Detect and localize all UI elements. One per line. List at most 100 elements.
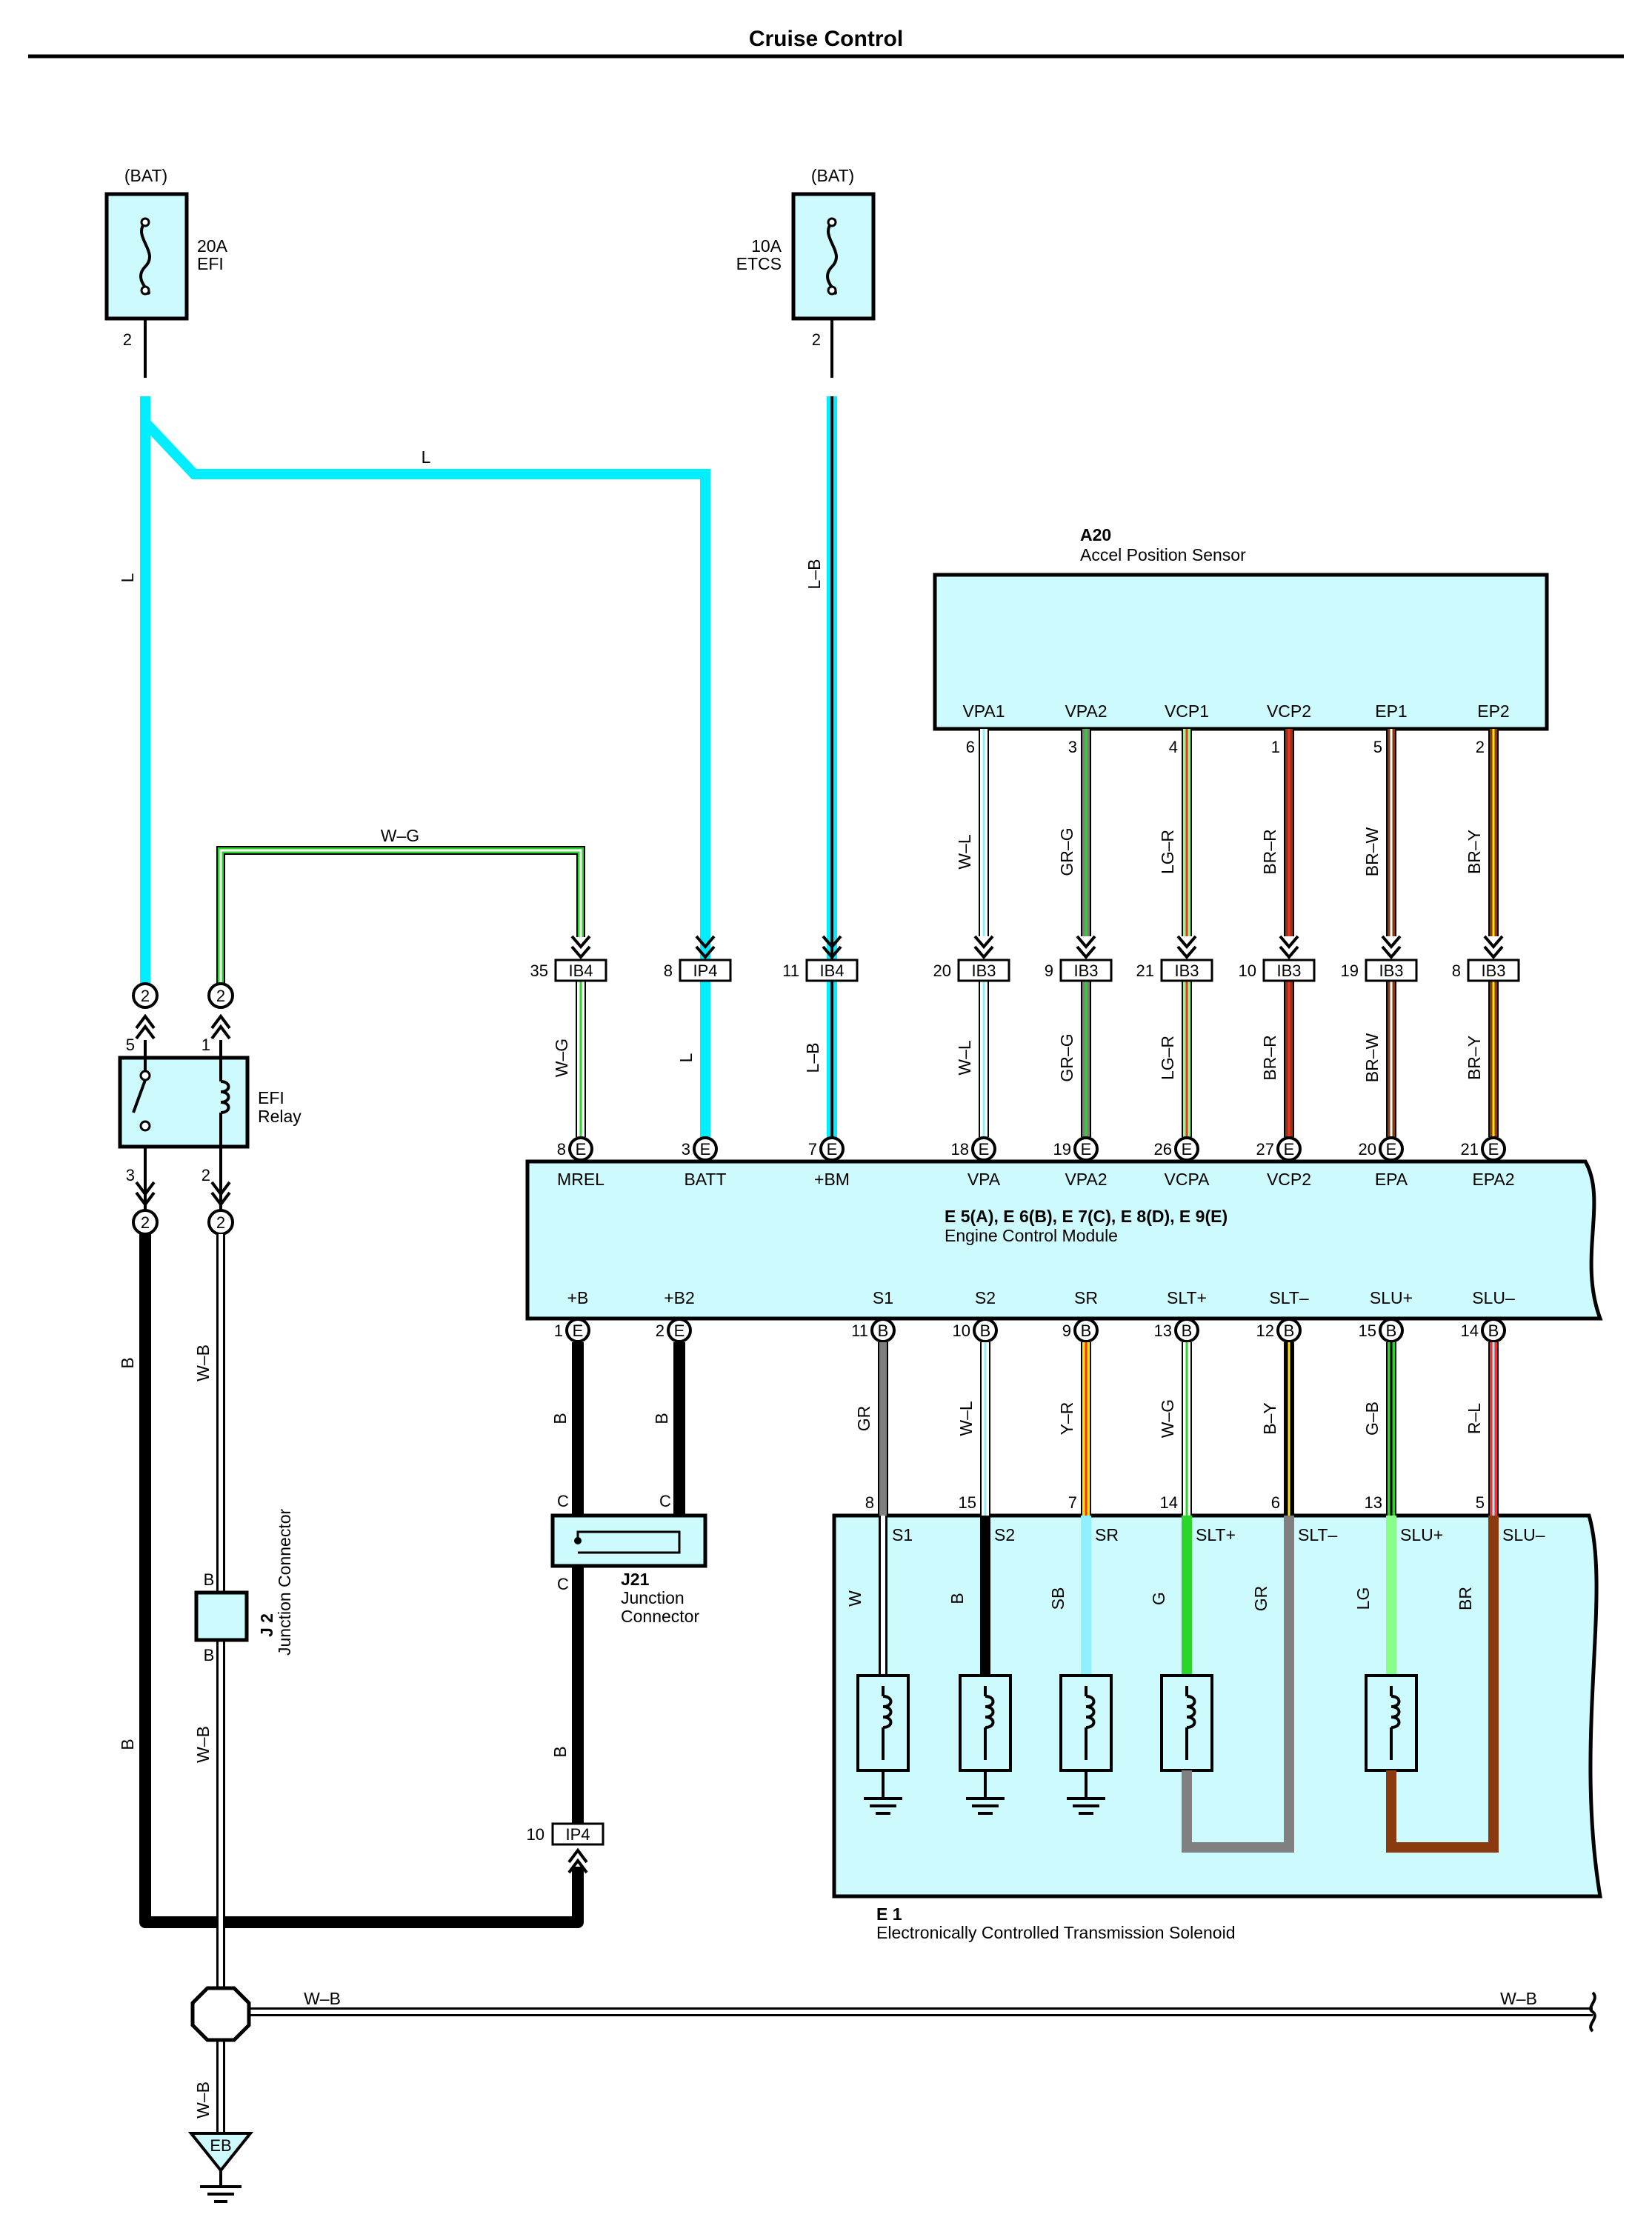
wire-color-label: G–B (1362, 1401, 1382, 1436)
svg-text:EFI: EFI (197, 254, 224, 273)
fuse-efi: (BAT) 20A EFI 2 (104, 166, 228, 349)
ecm-terminal-label: VPA (967, 1170, 1001, 1189)
svg-text:13: 13 (1154, 1321, 1172, 1340)
svg-text:IB3: IB3 (1379, 961, 1403, 980)
svg-text:IP4: IP4 (693, 961, 717, 980)
svg-text:E: E (700, 1140, 711, 1159)
svg-text:3: 3 (126, 1166, 135, 1184)
svg-text:W–B: W–B (304, 1989, 341, 2008)
svg-text:E: E (1488, 1140, 1499, 1159)
wire-LB-etcs: L–B (805, 319, 837, 1152)
svg-text:Electronically Controlled Tran: Electronically Controlled Transmission S… (876, 1923, 1236, 1942)
svg-text:1: 1 (201, 1036, 210, 1054)
wire-color-label: W–L (956, 1401, 976, 1436)
svg-text:B: B (550, 1746, 570, 1757)
ecm-terminal-label: S2 (975, 1288, 996, 1307)
svg-text:11: 11 (851, 1321, 868, 1340)
svg-text:20: 20 (933, 961, 951, 980)
wire-color-label: GR (854, 1406, 873, 1432)
solenoid-terminal-label: SLT+ (1196, 1525, 1236, 1544)
svg-text:2: 2 (201, 1166, 210, 1184)
svg-text:A20: A20 (1080, 525, 1111, 544)
ground-icon (1067, 1770, 1105, 1815)
svg-text:Junction: Junction (621, 1588, 685, 1607)
svg-text:W–B: W–B (193, 2081, 213, 2119)
solenoid-pin-number: 13 (1365, 1493, 1382, 1512)
svg-text:Connector: Connector (621, 1607, 699, 1626)
inner-wire-color-label: GR (1251, 1586, 1270, 1612)
svg-text:IB3: IB3 (1481, 961, 1505, 980)
solenoid-pin-number: 8 (865, 1493, 874, 1512)
svg-text:10: 10 (953, 1321, 970, 1340)
wire-color-label: Y–R (1057, 1402, 1076, 1436)
sensor-pin-number: 3 (1068, 738, 1077, 756)
inner-wire-color-label: BR (1456, 1587, 1475, 1610)
svg-text:E 5(A), E 6(B), E 7(C), E 8(D): E 5(A), E 6(B), E 7(C), E 8(D), E 9(E) (945, 1207, 1228, 1226)
solenoid-terminal-label: SLU– (1502, 1525, 1545, 1544)
svg-text:W–B: W–B (193, 1726, 213, 1763)
inner-wire-color-label: LG (1353, 1587, 1373, 1610)
svg-text:Engine Control Module: Engine Control Module (945, 1226, 1118, 1245)
svg-text:E: E (573, 1321, 584, 1340)
return-loop-slu (1386, 1516, 1499, 1853)
wire-color-label: GR–G (1057, 1033, 1076, 1081)
page-title: Cruise Control (749, 27, 903, 51)
svg-text:9: 9 (1045, 961, 1053, 980)
ecm-terminal-label: VPA2 (1065, 1170, 1107, 1189)
return-loop-slt (1182, 1516, 1294, 1853)
svg-text:IB4: IB4 (568, 961, 593, 980)
ecm-terminal-label: SR (1074, 1288, 1098, 1307)
svg-text:ETCS: ETCS (736, 254, 782, 273)
sensor-terminal-label: VPA2 (1065, 701, 1107, 721)
ecm-terminal: E8 (557, 1136, 593, 1161)
solenoid-terminal-label: SLU+ (1400, 1525, 1443, 1544)
ecm-terminal-label: +B2 (664, 1288, 695, 1307)
ecm-terminal-label: +BM (814, 1170, 850, 1189)
svg-text:27: 27 (1256, 1140, 1274, 1159)
solenoid-pin-number: 7 (1068, 1493, 1077, 1512)
wire-color-label: BR–R (1260, 1035, 1279, 1080)
ecm-terminal: E7 (808, 1136, 845, 1161)
coil-icon (1390, 1695, 1401, 1729)
svg-text:IB3: IB3 (1174, 961, 1199, 980)
ecm-terminal-label: EPA2 (1472, 1170, 1514, 1189)
ecm-terminal: B9 (1062, 1318, 1099, 1343)
svg-text:L: L (118, 573, 137, 582)
solenoid-pin-number: 6 (1271, 1493, 1280, 1512)
svg-text:E: E (1284, 1140, 1295, 1159)
ecm-terminal-label: SLT+ (1167, 1288, 1207, 1307)
ecm-terminal: B13 (1154, 1318, 1199, 1343)
svg-text:C: C (557, 1575, 569, 1593)
svg-text:B: B (1081, 1321, 1092, 1340)
solenoid-coil (1160, 1674, 1213, 1772)
svg-text:E: E (1386, 1140, 1397, 1159)
ecm-terminal: E18 (951, 1136, 996, 1161)
ecm-terminal: E2 (656, 1318, 692, 1343)
coil-icon (985, 1695, 995, 1729)
svg-text:1: 1 (554, 1321, 563, 1340)
svg-text:2: 2 (123, 330, 132, 349)
svg-text:E: E (1081, 1140, 1092, 1159)
svg-text:L: L (422, 447, 431, 467)
ecm-terminal-label: MREL (557, 1170, 604, 1189)
ecm-terminal: E20 (1359, 1136, 1404, 1161)
svg-text:IB3: IB3 (971, 961, 996, 980)
ecm-terminal-label: SLU+ (1370, 1288, 1413, 1307)
svg-text:Accel Position Sensor: Accel Position Sensor (1080, 545, 1246, 564)
wire-color-label: BR–R (1260, 829, 1279, 874)
svg-text:10: 10 (527, 1825, 544, 1844)
sensor-pin-number: 4 (1169, 738, 1178, 756)
ecm-terminal: B15 (1359, 1318, 1404, 1343)
svg-text:2: 2 (812, 330, 821, 349)
sensor-terminal-label: VPA1 (962, 701, 1005, 721)
solenoid-pin-number: 5 (1476, 1493, 1485, 1512)
svg-text:L–B: L–B (805, 559, 824, 590)
svg-text:9: 9 (1062, 1321, 1071, 1340)
ecm-terminal: E 27 (1256, 1136, 1302, 1161)
solenoid-terminal-label: S1 (892, 1525, 913, 1544)
ecm-terminal-label: SLU– (1472, 1288, 1515, 1307)
wire-color-label: L (676, 1053, 696, 1062)
